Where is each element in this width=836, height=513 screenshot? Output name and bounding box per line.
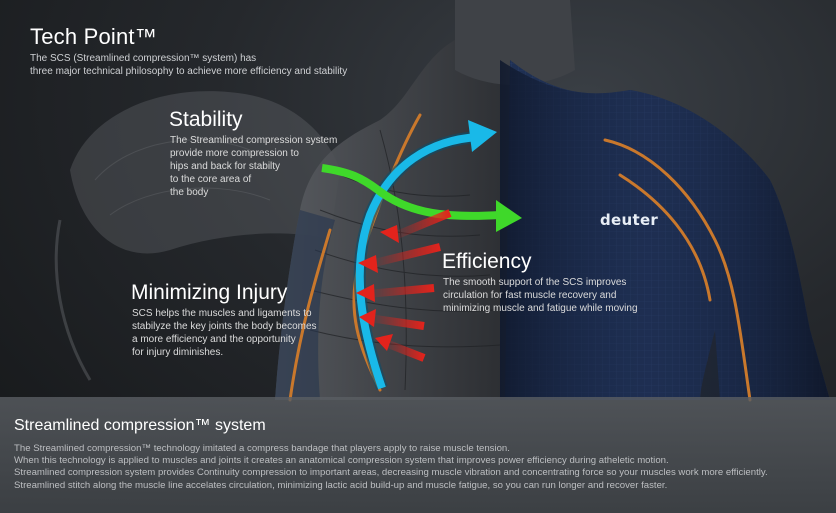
efficiency-description: The smooth support of the SCS improves c… (443, 276, 638, 315)
stability-title: Stability (169, 108, 243, 131)
torso-muscle-side (275, 40, 520, 400)
panel-paragraph: Streamlined stitch along the muscle line… (14, 479, 668, 491)
info-panel (0, 397, 836, 513)
stability-line: The Streamlined compression system (170, 135, 338, 146)
injury-line: stabilyze the key joints the body become… (132, 321, 317, 332)
anatomy-sketch (54, 91, 340, 381)
panel-paragraph: Streamlined compression system provides … (14, 467, 768, 479)
panel-body: The Streamlined compression™ technology … (14, 443, 824, 492)
stability-line: hips and back for stabilty (170, 161, 281, 172)
injury-description: SCS helps the muscles and ligaments to s… (132, 307, 317, 359)
injury-title: Minimizing Injury (131, 281, 288, 304)
injury-arrows-red (356, 209, 452, 362)
panel-paragraph: The Streamlined compression™ technology … (14, 443, 510, 454)
injury-line: a more efficiency and the opportunity (132, 334, 296, 345)
intro-line: The SCS (Streamlined compression™ system… (30, 53, 257, 64)
efficiency-line: minimizing muscle and fatigue while movi… (443, 303, 638, 314)
stability-line: provide more compression to (170, 148, 299, 159)
efficiency-line: circulation for fast muscle recovery and (443, 290, 617, 301)
efficiency-title: Efficiency (442, 250, 532, 273)
intro-line: three major technical philosophy to achi… (30, 66, 348, 77)
stability-arrow-blue (353, 120, 497, 390)
panel-title: Streamlined compression™ system (14, 417, 266, 434)
deuter-logo: deuter (600, 211, 659, 229)
stability-description: The Streamlined compression system provi… (170, 134, 337, 199)
intro-text: The SCS (Streamlined compression™ system… (30, 52, 347, 78)
stability-line: to the core area of (170, 174, 252, 185)
page-title: Tech Point™ (30, 24, 157, 49)
injury-line: SCS helps the muscles and ligaments to (132, 308, 312, 319)
stability-line: the body (170, 187, 209, 198)
panel-paragraph: When this technology is applied to muscl… (14, 455, 669, 467)
injury-line: for injury diminishes. (132, 347, 224, 358)
efficiency-line: The smooth support of the SCS improves (443, 277, 627, 288)
efficiency-arrow-green (321, 164, 522, 232)
